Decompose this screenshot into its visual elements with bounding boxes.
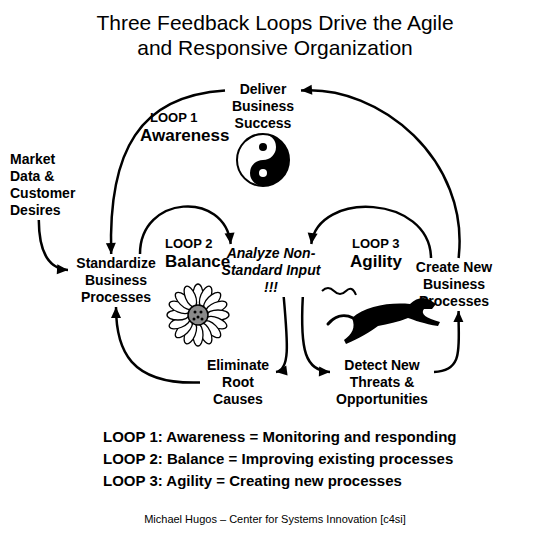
wavy-line	[322, 288, 356, 295]
yin-yang-dark-half	[250, 134, 289, 186]
legend-line: LOOP 1: Awareness = Monitoring and respo…	[103, 428, 457, 446]
arrow-head	[106, 243, 116, 254]
petal	[204, 314, 228, 332]
seed-dot	[194, 311, 197, 314]
feedback-arrow	[106, 91, 225, 254]
loop-number: LOOP 2	[165, 236, 212, 252]
text-node: Deliver Business Success	[225, 80, 301, 133]
legend-line: LOOP 2: Balance = Improving existing pro…	[103, 450, 453, 468]
seed-dot	[197, 316, 200, 319]
connector-line	[301, 90, 460, 258]
feedback-arrow	[140, 206, 235, 254]
seed-dot	[200, 311, 203, 314]
yin-yang-symbol	[237, 134, 289, 186]
node-text: Market Data & Customer Desires	[10, 151, 82, 219]
diagram-title: Three Feedback Loops Drive the Agile and…	[89, 10, 461, 60]
node-text: Deliver Business Success	[225, 81, 301, 132]
petal	[167, 299, 191, 317]
loop-name: Agility	[350, 252, 402, 272]
feedback-arrow	[308, 207, 431, 258]
petal	[204, 299, 228, 317]
node-text: Analyze Non-Standard Input !!!	[218, 245, 324, 296]
yin-yang-outline	[237, 134, 289, 186]
petal	[197, 284, 215, 308]
connector-line	[434, 311, 459, 372]
petal	[182, 321, 200, 345]
diagram-caption: Michael Hugos – Center for Systems Innov…	[0, 513, 550, 525]
petal	[173, 290, 196, 313]
petal	[193, 284, 203, 306]
arrow-head	[111, 307, 121, 318]
connector-line	[140, 206, 231, 254]
connector-line	[111, 91, 225, 254]
sunflower-illustration	[167, 284, 229, 346]
node-text: Eliminate Root Causes	[200, 357, 276, 408]
node-text: Detect New Threats & Opportunities	[330, 357, 434, 408]
yin-yang-dot	[259, 143, 267, 151]
petal	[173, 318, 196, 341]
petal	[207, 310, 229, 320]
text-node: Detect New Threats & Opportunities	[330, 356, 434, 409]
connector-line	[276, 297, 287, 372]
node-text: Create New Business Processes	[408, 259, 500, 310]
arrow-head	[319, 367, 330, 377]
loop-number: LOOP 1	[150, 110, 197, 126]
petal	[201, 318, 224, 341]
arrow-head	[225, 233, 235, 244]
loop-name: Balance	[165, 252, 230, 272]
petal	[197, 321, 215, 345]
petal	[167, 310, 189, 320]
connector-line	[116, 307, 200, 383]
petal	[167, 314, 191, 332]
arrow-head	[301, 85, 312, 95]
connector-line	[302, 297, 330, 372]
text-node: Analyze Non-Standard Input !!!	[218, 244, 324, 297]
seed-dot	[193, 318, 196, 321]
petal	[193, 324, 203, 346]
sunflower-center	[188, 305, 208, 325]
panther-tail	[328, 316, 353, 324]
arrow-head	[57, 264, 68, 274]
connector-line	[311, 207, 431, 258]
text-node: Create New Business Processes	[408, 258, 500, 311]
seed-dot	[201, 318, 204, 321]
connector-line	[39, 220, 68, 270]
feedback-arrow	[301, 85, 460, 258]
yin-yang-dot	[259, 169, 267, 177]
petal	[201, 290, 224, 313]
text-node: Standardize Business Processes	[68, 254, 164, 307]
feedback-arrow	[302, 297, 330, 377]
text-node: Eliminate Root Causes	[200, 356, 276, 409]
node-text: Standardize Business Processes	[68, 255, 164, 306]
arrow-head	[453, 311, 463, 322]
text-node: Market Data & Customer Desires	[10, 150, 82, 220]
loop-number: LOOP 3	[352, 236, 399, 252]
feedback-arrow	[111, 307, 200, 383]
arrow-head	[308, 232, 318, 244]
feedback-arrow	[434, 311, 463, 372]
legend-line: LOOP 3: Agility = Creating new processes	[103, 472, 402, 490]
arrow-head	[276, 365, 288, 375]
feedback-arrow	[39, 220, 68, 274]
feedback-arrow	[276, 297, 288, 375]
loop-name: Awareness	[140, 126, 229, 146]
petal	[182, 284, 200, 308]
